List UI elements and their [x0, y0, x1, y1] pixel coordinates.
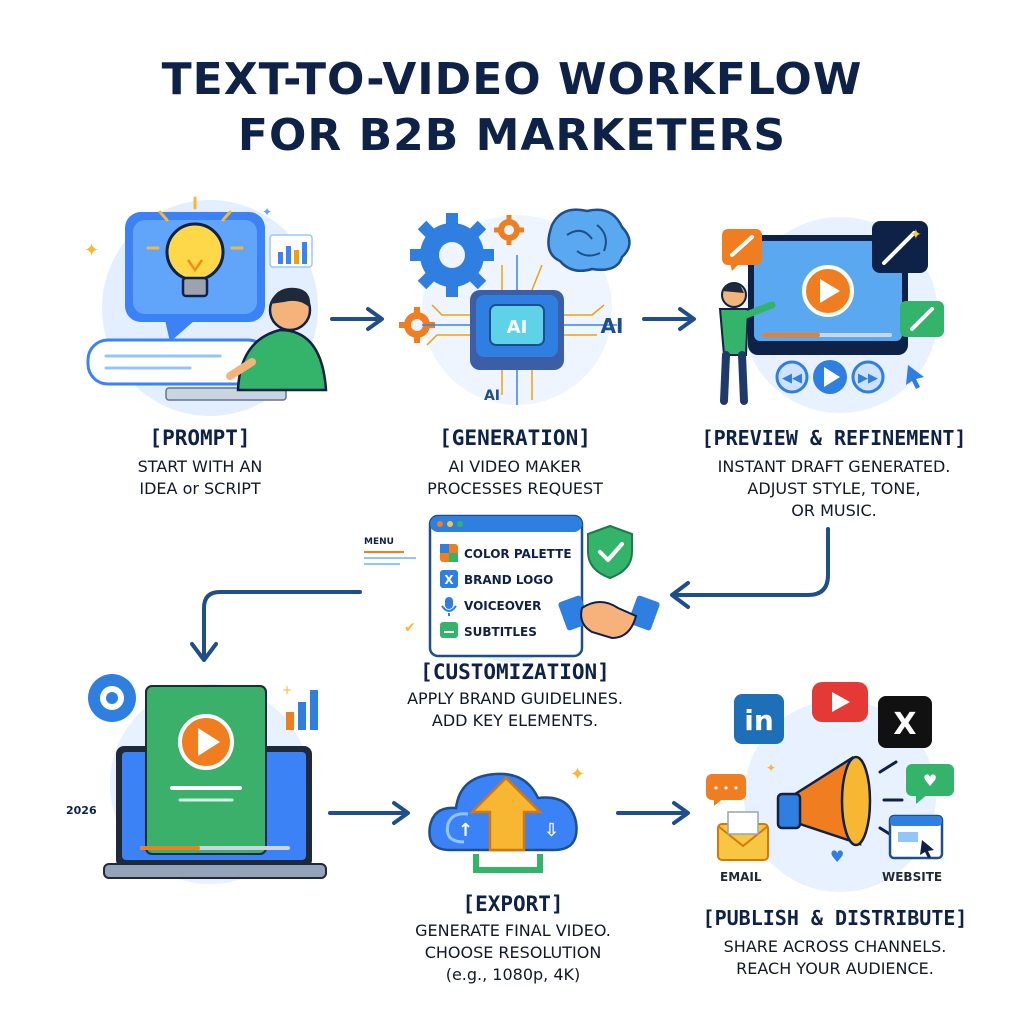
color-palette-icon [440, 544, 458, 562]
x-logo-icon: X [878, 696, 932, 748]
circuit-traces [426, 264, 605, 400]
customization-illustration: MENU COLOR PALETTE X BRAND LOGO VOICEOVE… [364, 514, 660, 662]
publish-description: SHARE ACROSS CHANNELS. REACH YOUR AUDIEN… [723, 937, 947, 978]
publish-title: [PUBLISH & DISTRIBUTE] [702, 906, 968, 930]
customization-description: APPLY BRAND GUIDELINES. ADD KEY ELEMENTS… [407, 689, 623, 730]
arrow-laptop-to-export [328, 801, 410, 825]
email-label: EMAIL [720, 870, 762, 884]
video-screen-icon [748, 235, 908, 355]
magic-wand-icon: ✦ [872, 221, 928, 273]
brain-icon [547, 208, 631, 272]
year-label: 2026 [66, 804, 97, 817]
ai-bottom-label: AI [484, 388, 500, 404]
video-card-icon [145, 685, 267, 855]
cursor-icon [906, 365, 924, 389]
bar-chart-icon [269, 234, 313, 268]
microphone-icon [441, 597, 457, 616]
title-line-2: FOR B2B MARKETERS [237, 110, 787, 161]
megaphone-icon [776, 755, 904, 847]
preview-illustration: ✦ ◀◀ ▶▶ [718, 217, 944, 413]
menu-lines-icon [364, 551, 416, 565]
export-title: [EXPORT] [462, 892, 564, 916]
publish-illustration: in X • • • ♥ ♥ ✦ [706, 682, 954, 892]
heart-icon: ♥ [830, 847, 844, 866]
shield-check-icon [587, 524, 633, 580]
laptop-illustration: + 2026 [66, 674, 327, 884]
settings-window: COLOR PALETTE X BRAND LOGO VOICEOVER SUB… [428, 514, 584, 658]
heart-bubble-icon: ♥ [906, 764, 954, 804]
sparkle-icon: ✦ [84, 240, 99, 261]
sparkle-icon: ✦ [570, 764, 585, 785]
generation-illustration: AI AI AI [399, 208, 631, 405]
brand-logo-icon: X [440, 570, 458, 588]
edit-icon [900, 301, 944, 337]
ai-chip-icon: AI [470, 290, 564, 370]
sparkle-icon: ✦ [766, 761, 776, 775]
text-input-bar-icon [86, 338, 287, 401]
arrow-prompt-to-generation [330, 307, 384, 331]
svg-text:◀◀: ◀◀ [782, 371, 802, 386]
arrow-preview-to-customization [670, 527, 830, 609]
menu-item-brand-logo: BRAND LOGO [464, 573, 553, 587]
subtitles-icon [440, 622, 458, 638]
settings-gear-icon [88, 674, 136, 722]
svg-text:in: in [744, 704, 774, 737]
prompt-title: [PROMPT] [149, 426, 251, 450]
menu-item-subtitles: SUBTITLES [464, 625, 537, 639]
preview-title: [PREVIEW & REFINEMENT] [701, 426, 967, 450]
ai-side-label: AI [601, 314, 624, 338]
gear-icon [494, 215, 524, 245]
preview-description: INSTANT DRAFT GENERATED. ADJUST STYLE, T… [717, 457, 951, 520]
arrow-generation-to-preview [642, 307, 696, 331]
playback-controls-icon: ◀◀ ▶▶ [775, 360, 885, 394]
svg-text:♥: ♥ [923, 771, 937, 790]
generation-caption: [GENERATION] AI VIDEO MAKER PROCESSES RE… [380, 424, 650, 500]
export-caption: [EXPORT] GENERATE FINAL VIDEO. CHOOSE RE… [388, 890, 638, 986]
person-presenting-icon [718, 282, 776, 405]
prompt-illustration: ✦ ✦ [84, 196, 328, 416]
export-illustration: ✦ ↑ ⇩ [428, 764, 585, 873]
customization-caption: [CUSTOMIZATION] APPLY BRAND GUIDELINES. … [360, 658, 670, 732]
website-icon [888, 814, 944, 860]
publish-caption: [PUBLISH & DISTRIBUTE] SHARE ACROSS CHAN… [676, 904, 994, 980]
lightbulb-icon [146, 196, 244, 298]
up-arrow-icon: ↑ [458, 820, 473, 841]
gear-icon [410, 213, 494, 297]
download-icon: ⇩ [544, 820, 559, 841]
svg-text:• • •: • • • [713, 782, 739, 795]
svg-text:▶▶: ▶▶ [858, 371, 878, 386]
export-description: GENERATE FINAL VIDEO. CHOOSE RESOLUTION … [415, 921, 611, 984]
generation-title: [GENERATION] [439, 426, 591, 450]
check-icon: ✔ [404, 620, 416, 636]
svg-text:✦: ✦ [910, 227, 922, 243]
menu-label: MENU [364, 537, 394, 547]
prompt-caption: [PROMPT] START WITH AN IDEA or SCRIPT [80, 424, 320, 500]
growth-chart-icon: + [282, 683, 318, 730]
person-typing-icon [226, 287, 328, 392]
website-label: WEBSITE [882, 870, 943, 884]
sparkle-icon: ✦ [262, 205, 272, 219]
svg-text:X: X [444, 573, 454, 587]
chip-label: AI [507, 317, 528, 338]
preview-caption: [PREVIEW & REFINEMENT] INSTANT DRAFT GEN… [672, 424, 996, 522]
svg-text:+: + [282, 683, 292, 697]
tray-icon [473, 854, 543, 873]
handshake-icon [558, 595, 660, 640]
upload-arrow-icon [468, 776, 544, 852]
menu-item-color-palette: COLOR PALETTE [464, 547, 572, 561]
menu-item-voiceover: VOICEOVER [464, 599, 541, 613]
title-line-1: TEXT-TO-VIDEO WORKFLOW [161, 54, 863, 105]
youtube-icon [812, 682, 868, 722]
pencil-icon [722, 229, 762, 271]
prompt-description: START WITH AN IDEA or SCRIPT [137, 457, 263, 498]
arrow-export-to-publish [616, 801, 690, 825]
customization-title: [CUSTOMIZATION] [420, 660, 610, 684]
email-icon [717, 811, 769, 861]
generation-description: AI VIDEO MAKER PROCESSES REQUEST [427, 457, 603, 498]
chat-bubble-icon: • • • [706, 774, 746, 806]
arrow-customization-to-laptop [190, 590, 362, 662]
linkedin-icon: in [734, 694, 784, 744]
svg-text:X: X [893, 707, 916, 742]
page-title: TEXT-TO-VIDEO WORKFLOW FOR B2B MARKETERS [0, 52, 1024, 164]
